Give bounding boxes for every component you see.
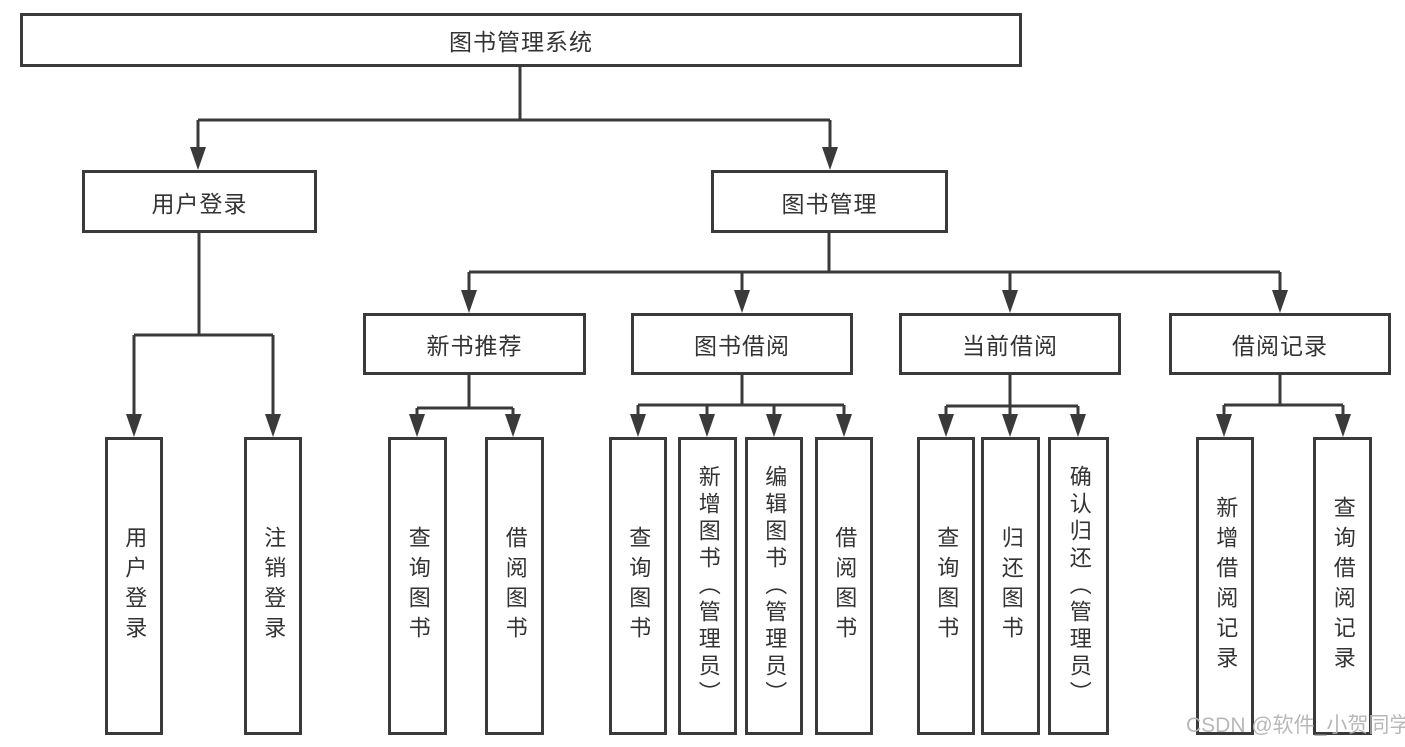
leaf-newbooks-query-label: 查询图书 bbox=[405, 526, 431, 646]
leaf-borrow-add-admin: 新增图书（管理员） bbox=[678, 437, 737, 735]
leaf-borrow-add-admin-label: 新增图书（管理员） bbox=[695, 464, 721, 708]
leaf-records-query: 查询借阅记录 bbox=[1313, 437, 1372, 735]
node-current-borrow-label: 当前借阅 bbox=[962, 333, 1058, 359]
node-book-borrow-label: 图书借阅 bbox=[694, 333, 790, 359]
leaf-borrow-edit-admin: 编辑图书（管理员） bbox=[745, 437, 803, 735]
node-new-book-recommend-label: 新书推荐 bbox=[426, 333, 523, 359]
leaf-borrow-edit-admin-label: 编辑图书（管理员） bbox=[762, 464, 788, 708]
node-new-book-recommend: 新书推荐 bbox=[363, 313, 586, 375]
leaf-logout-label: 注销登录 bbox=[261, 526, 287, 646]
leaf-newbooks-borrow-label: 借阅图书 bbox=[502, 526, 528, 646]
leaf-borrow-borrow: 借阅图书 bbox=[815, 437, 873, 735]
leaf-newbooks-borrow: 借阅图书 bbox=[485, 437, 544, 735]
leaf-user-login: 用户登录 bbox=[105, 437, 163, 735]
leaf-current-query: 查询图书 bbox=[917, 437, 975, 735]
leaf-newbooks-query: 查询图书 bbox=[388, 437, 447, 735]
leaf-records-query-label: 查询借阅记录 bbox=[1330, 496, 1356, 676]
node-borrow-records: 借阅记录 bbox=[1169, 313, 1391, 375]
leaf-borrow-borrow-label: 借阅图书 bbox=[832, 526, 858, 646]
node-user-login-label: 用户登录 bbox=[151, 190, 248, 217]
node-book-management-label: 图书管理 bbox=[781, 190, 878, 217]
node-book-borrow: 图书借阅 bbox=[631, 313, 853, 375]
leaf-current-return: 归还图书 bbox=[981, 437, 1040, 735]
node-root-label: 图书管理系统 bbox=[449, 29, 593, 55]
leaf-current-confirm-admin-label: 确认归还（管理员） bbox=[1066, 464, 1092, 708]
node-current-borrow: 当前借阅 bbox=[899, 313, 1121, 375]
leaf-logout: 注销登录 bbox=[244, 437, 302, 735]
leaf-current-return-label: 归还图书 bbox=[998, 526, 1024, 646]
leaf-borrow-query: 查询图书 bbox=[609, 437, 667, 735]
leaf-current-query-label: 查询图书 bbox=[934, 526, 960, 646]
csdn-watermark: CSDN @软件_小贺同学 bbox=[1186, 714, 1405, 737]
leaf-records-add: 新增借阅记录 bbox=[1196, 437, 1254, 735]
leaf-user-login-label: 用户登录 bbox=[122, 526, 148, 646]
node-borrow-records-label: 借阅记录 bbox=[1232, 333, 1328, 359]
leaf-records-add-label: 新增借阅记录 bbox=[1213, 496, 1239, 676]
leaf-borrow-query-label: 查询图书 bbox=[626, 526, 652, 646]
node-book-management: 图书管理 bbox=[711, 170, 948, 233]
node-root: 图书管理系统 bbox=[20, 13, 1022, 67]
node-user-login: 用户登录 bbox=[82, 170, 317, 233]
leaf-current-confirm-admin: 确认归还（管理员） bbox=[1048, 437, 1109, 735]
